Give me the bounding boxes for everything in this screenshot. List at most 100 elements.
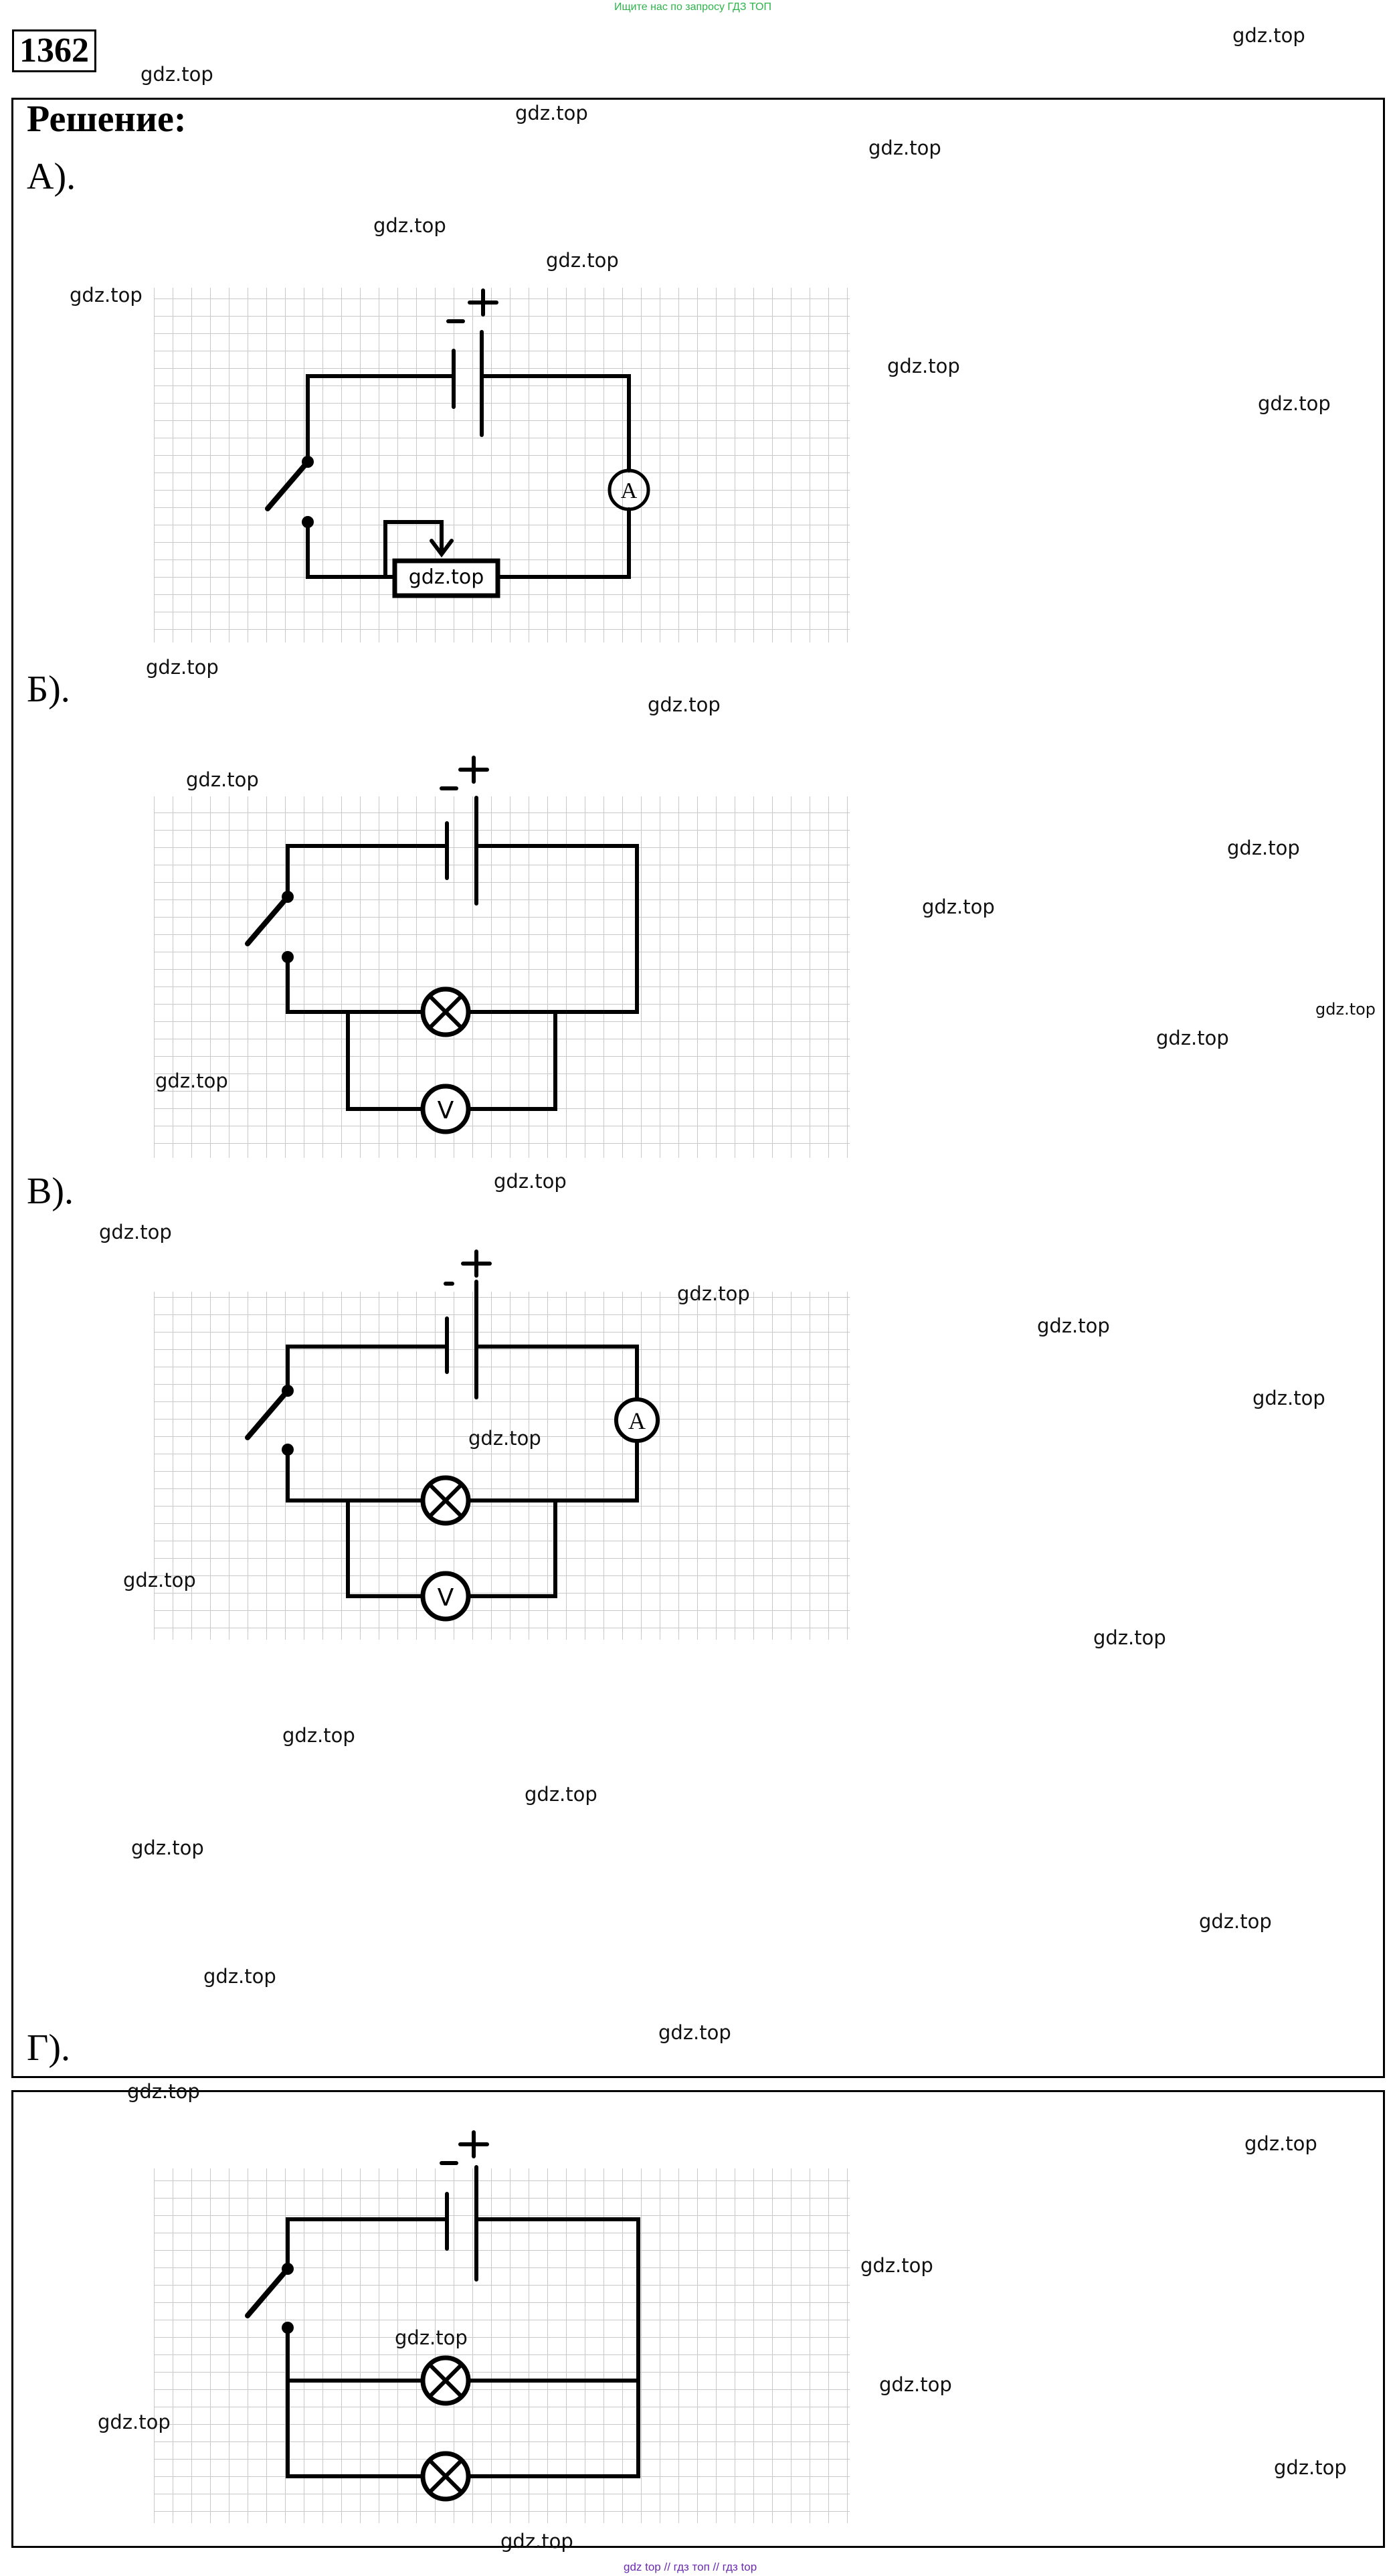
grid-paper — [154, 288, 850, 642]
switch-blade — [245, 1388, 290, 1440]
slider-arrow — [430, 539, 454, 557]
part-v-label: В). — [27, 1171, 74, 1212]
watermark: gdz.top — [127, 2080, 200, 2103]
watermark: gdz.top — [879, 2373, 952, 2396]
wire — [286, 1345, 449, 1393]
lamp — [420, 986, 471, 1037]
wire — [286, 844, 449, 899]
watermark: gdz.top — [70, 284, 143, 307]
ammeter — [614, 1397, 660, 1443]
watermark: gdz.top — [1244, 2132, 1317, 2155]
wire — [466, 1438, 639, 1502]
voltmeter — [420, 1571, 471, 1622]
switch-contact — [282, 2263, 294, 2275]
switch-blade — [245, 2266, 290, 2318]
wire — [466, 2217, 640, 2478]
switch-contact — [282, 2322, 294, 2334]
part-a-label: А). — [27, 156, 76, 197]
ammeter — [608, 468, 650, 511]
watermark: gdz.top — [395, 2326, 468, 2349]
lamp — [420, 2451, 471, 2502]
watermark: gdz.top — [1232, 24, 1305, 47]
grid-paper — [154, 796, 850, 1158]
rheostat-slider — [383, 520, 444, 579]
watermark: gdz.top — [658, 2021, 731, 2044]
switch-contact — [302, 456, 314, 468]
circuit-g-diagram — [154, 2130, 850, 2523]
watermark: gdz.top — [203, 1965, 276, 1988]
watermark: gdz.top — [1037, 1314, 1110, 1337]
wire — [474, 1345, 639, 1402]
grid-paper — [154, 1292, 850, 1640]
wire — [480, 374, 631, 473]
watermark: gdz.top — [515, 102, 588, 124]
circuit-v-diagram: A V — [154, 1250, 850, 1640]
watermark: gdz.top — [525, 1783, 597, 1806]
watermark: gdz.top — [677, 1282, 750, 1305]
watermark: gdz.top — [141, 63, 213, 86]
switch-contact — [282, 951, 294, 963]
rheostat-watermark: gdz.top — [409, 566, 484, 589]
watermark: gdz.top — [99, 1221, 172, 1243]
wire — [466, 844, 639, 1014]
ammeter-label: A — [628, 1407, 646, 1434]
solution-frame — [11, 98, 1385, 2078]
watermark: gdz.top — [1156, 1027, 1229, 1049]
watermark: gdz.top — [1274, 2456, 1347, 2479]
voltmeter-branch — [346, 1010, 425, 1111]
watermark: gdz.top — [546, 249, 619, 272]
watermark: gdz.top — [186, 768, 259, 791]
watermark: gdz.top — [1199, 1910, 1272, 1933]
voltmeter-label: V — [438, 1097, 454, 1124]
wire — [306, 374, 456, 464]
watermark: gdz.top — [1093, 1626, 1166, 1649]
rheostat — [392, 558, 500, 598]
watermark: gdz.top — [922, 895, 995, 918]
watermark: gdz.top — [494, 1170, 567, 1193]
grid-paper — [154, 2168, 850, 2523]
problem-number: 1362 — [12, 29, 96, 72]
watermark: gdz.top — [1227, 837, 1300, 859]
circuit-b-diagram: V — [154, 756, 850, 1158]
switch-blade — [245, 894, 290, 946]
footer-text: gdz top // гдз топ // гдз top — [624, 2561, 757, 2573]
ammeter-label: A — [621, 479, 638, 503]
circuit-a-diagram: A gdz.top — [154, 288, 850, 642]
switch-contact — [282, 891, 294, 903]
watermark: gdz.top — [98, 2411, 171, 2433]
wire — [306, 520, 397, 579]
wire — [496, 507, 631, 579]
wire — [286, 2217, 449, 2271]
wire — [286, 2326, 425, 2478]
watermark: gdz.top — [155, 1069, 228, 1092]
switch-blade — [265, 459, 310, 511]
watermark: gdz.top — [648, 693, 721, 716]
watermark: gdz.top — [282, 1724, 355, 1747]
switch-contact — [282, 1444, 294, 1456]
voltmeter-branch — [346, 1498, 425, 1598]
watermark: gdz.top — [373, 214, 446, 237]
voltmeter-branch — [466, 1010, 557, 1111]
search-hint-text: Ищите нас по запросу ГДЗ ТОП — [614, 1, 771, 13]
part-g-label: Г). — [27, 2027, 71, 2069]
wire — [286, 1448, 425, 1502]
watermark: gdz.top — [868, 137, 941, 159]
solution-frame-continued — [11, 2090, 1385, 2548]
voltmeter-label: V — [438, 1584, 454, 1612]
watermark: gdz.top — [887, 355, 960, 377]
watermark: gdz.top — [860, 2254, 933, 2277]
switch-contact — [282, 1385, 294, 1397]
watermark: gdz.top — [146, 656, 219, 679]
watermark: gdz.top — [1258, 392, 1331, 415]
voltmeter — [420, 1084, 471, 1134]
watermark: gdz.top — [1315, 1000, 1376, 1019]
solution-heading: Решение: — [27, 98, 187, 140]
watermark: gdz.top — [500, 2530, 573, 2553]
watermark: gdz.top — [123, 1569, 196, 1592]
watermark: gdz.top — [468, 1427, 541, 1450]
voltmeter-branch — [466, 1498, 557, 1598]
watermark: gdz.top — [1252, 1387, 1325, 1409]
lamp — [420, 1475, 471, 1526]
watermark: gdz.top — [131, 1836, 204, 1859]
wire — [286, 955, 425, 1014]
